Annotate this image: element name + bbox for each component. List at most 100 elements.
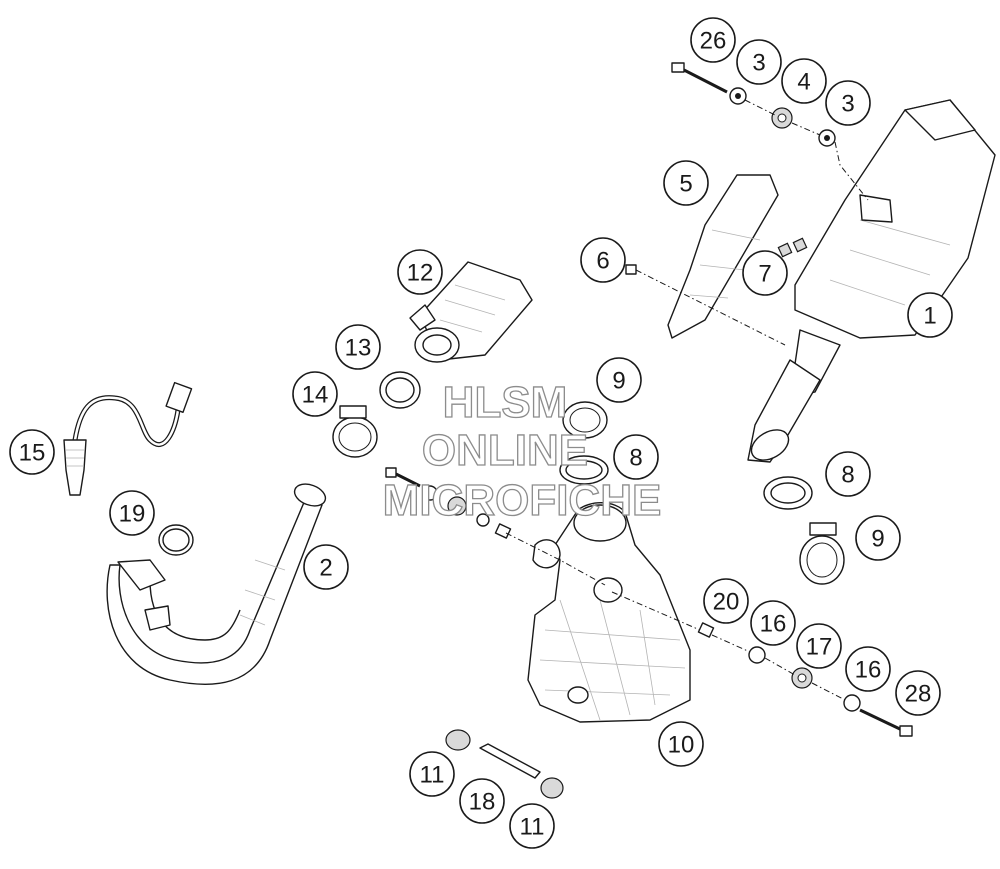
part-clamp-14[interactable] [332, 405, 378, 458]
callout-16[interactable]: 16 [845, 646, 891, 692]
hardware-washer-16b[interactable] [843, 694, 861, 712]
callout-circle [9, 429, 55, 475]
callout-label: 11 [420, 762, 445, 789]
callout-5[interactable]: 5 [663, 160, 709, 206]
callout-circle [895, 670, 941, 716]
callout-15[interactable]: 15 [9, 429, 55, 475]
hardware-screw-6[interactable] [625, 264, 637, 275]
callout-circle [796, 623, 842, 669]
callout-circle [303, 544, 349, 590]
callout-label: 13 [345, 335, 372, 362]
callout-19[interactable]: 19 [109, 490, 155, 536]
callout-label: 14 [302, 382, 329, 409]
callout-7[interactable]: 7 [742, 250, 788, 296]
callout-circle [855, 515, 901, 561]
callout-11[interactable]: 11 [509, 803, 555, 849]
callout-26[interactable]: 26 [690, 17, 736, 63]
part-clamp-9b[interactable] [799, 522, 845, 585]
callout-9[interactable]: 9 [855, 515, 901, 561]
callout-circle [825, 451, 871, 497]
callout-circle [596, 357, 642, 403]
callout-8[interactable]: 8 [825, 451, 871, 497]
callout-circle [742, 250, 788, 296]
callout-circle [703, 578, 749, 624]
callout-circle [825, 80, 871, 126]
callout-circle [109, 490, 155, 536]
part-gasket-13[interactable] [379, 371, 421, 409]
part-clamp-9a[interactable] [562, 401, 608, 439]
callout-circle [781, 58, 827, 104]
hardware-bushing-11a[interactable] [445, 729, 471, 751]
callout-label: 10 [668, 732, 695, 759]
callout-17[interactable]: 17 [796, 623, 842, 669]
hardware-washer-3b[interactable] [818, 129, 836, 147]
callout-label: 7 [758, 261, 771, 288]
hardware-sleeve-18[interactable] [479, 743, 541, 779]
callout-circle [580, 237, 626, 283]
callout-1[interactable]: 1 [907, 292, 953, 338]
callout-label: 16 [855, 657, 882, 684]
callout-10[interactable]: 10 [658, 721, 704, 767]
callout-18[interactable]: 18 [459, 778, 505, 824]
callout-3[interactable]: 3 [825, 80, 871, 126]
callout-16[interactable]: 16 [750, 600, 796, 646]
callout-4[interactable]: 4 [781, 58, 827, 104]
part-lambda-sensor[interactable] [63, 381, 193, 496]
callout-label: 9 [612, 368, 625, 395]
assembly-lines [505, 99, 869, 701]
hardware-washer-3a[interactable] [729, 87, 747, 105]
callout-28[interactable]: 28 [895, 670, 941, 716]
callout-20[interactable]: 20 [703, 578, 749, 624]
callout-label: 28 [905, 681, 932, 708]
part-heat-shield[interactable] [667, 174, 779, 339]
callout-circle [509, 803, 555, 849]
callout-12[interactable]: 12 [397, 249, 443, 295]
callout-circle [736, 39, 782, 85]
callout-label: 12 [407, 260, 434, 287]
callout-label: 16 [760, 611, 787, 638]
hardware-bolt-26[interactable] [671, 62, 728, 94]
callout-label: 3 [841, 91, 854, 118]
callout-8[interactable]: 8 [613, 434, 659, 480]
callout-label: 18 [469, 789, 496, 816]
watermark: HLSM ONLINE MICROFICHE [382, 377, 662, 525]
callout-13[interactable]: 13 [335, 324, 381, 370]
part-gasket-8a[interactable] [559, 455, 609, 485]
hardware-bushing-11b[interactable] [540, 777, 564, 799]
callout-circle [750, 600, 796, 646]
hardware-bolt-28[interactable] [859, 708, 913, 737]
callout-label: 4 [797, 69, 810, 96]
callout-9[interactable]: 9 [596, 357, 642, 403]
callout-circle [613, 434, 659, 480]
part-muffler[interactable] [746, 99, 996, 466]
callout-circle [409, 751, 455, 797]
callout-11[interactable]: 11 [409, 751, 455, 797]
watermark-line1: HLSM [443, 378, 568, 427]
callout-2[interactable]: 2 [303, 544, 349, 590]
callout-circle [690, 17, 736, 63]
callout-label: 9 [871, 526, 884, 553]
callout-14[interactable]: 14 [292, 371, 338, 417]
callout-label: 1 [923, 303, 936, 330]
part-gasket-8b[interactable] [763, 476, 813, 510]
hardware-bolt-left[interactable] [385, 467, 512, 539]
watermark-line3: MICROFICHE [383, 476, 662, 525]
hardware-bracket-20[interactable] [697, 622, 715, 638]
part-header-pipe[interactable] [106, 480, 328, 685]
callout-label: 20 [713, 589, 740, 616]
callout-6[interactable]: 6 [580, 237, 626, 283]
callout-label: 5 [679, 171, 692, 198]
hardware-washer-16a[interactable] [748, 646, 766, 664]
part-o-ring-19[interactable] [158, 524, 194, 556]
callout-label: 8 [841, 462, 854, 489]
part-pre-silencer[interactable] [527, 502, 691, 723]
callout-3[interactable]: 3 [736, 39, 782, 85]
callout-label: 8 [629, 445, 642, 472]
callout-circle [292, 371, 338, 417]
callout-label: 19 [119, 501, 146, 528]
part-catalytic-converter[interactable] [409, 261, 533, 363]
watermark-line2: ONLINE [422, 426, 588, 475]
hardware-rubber-mount-17[interactable] [791, 667, 813, 689]
hardware-rubber-mount-4[interactable] [771, 107, 793, 129]
